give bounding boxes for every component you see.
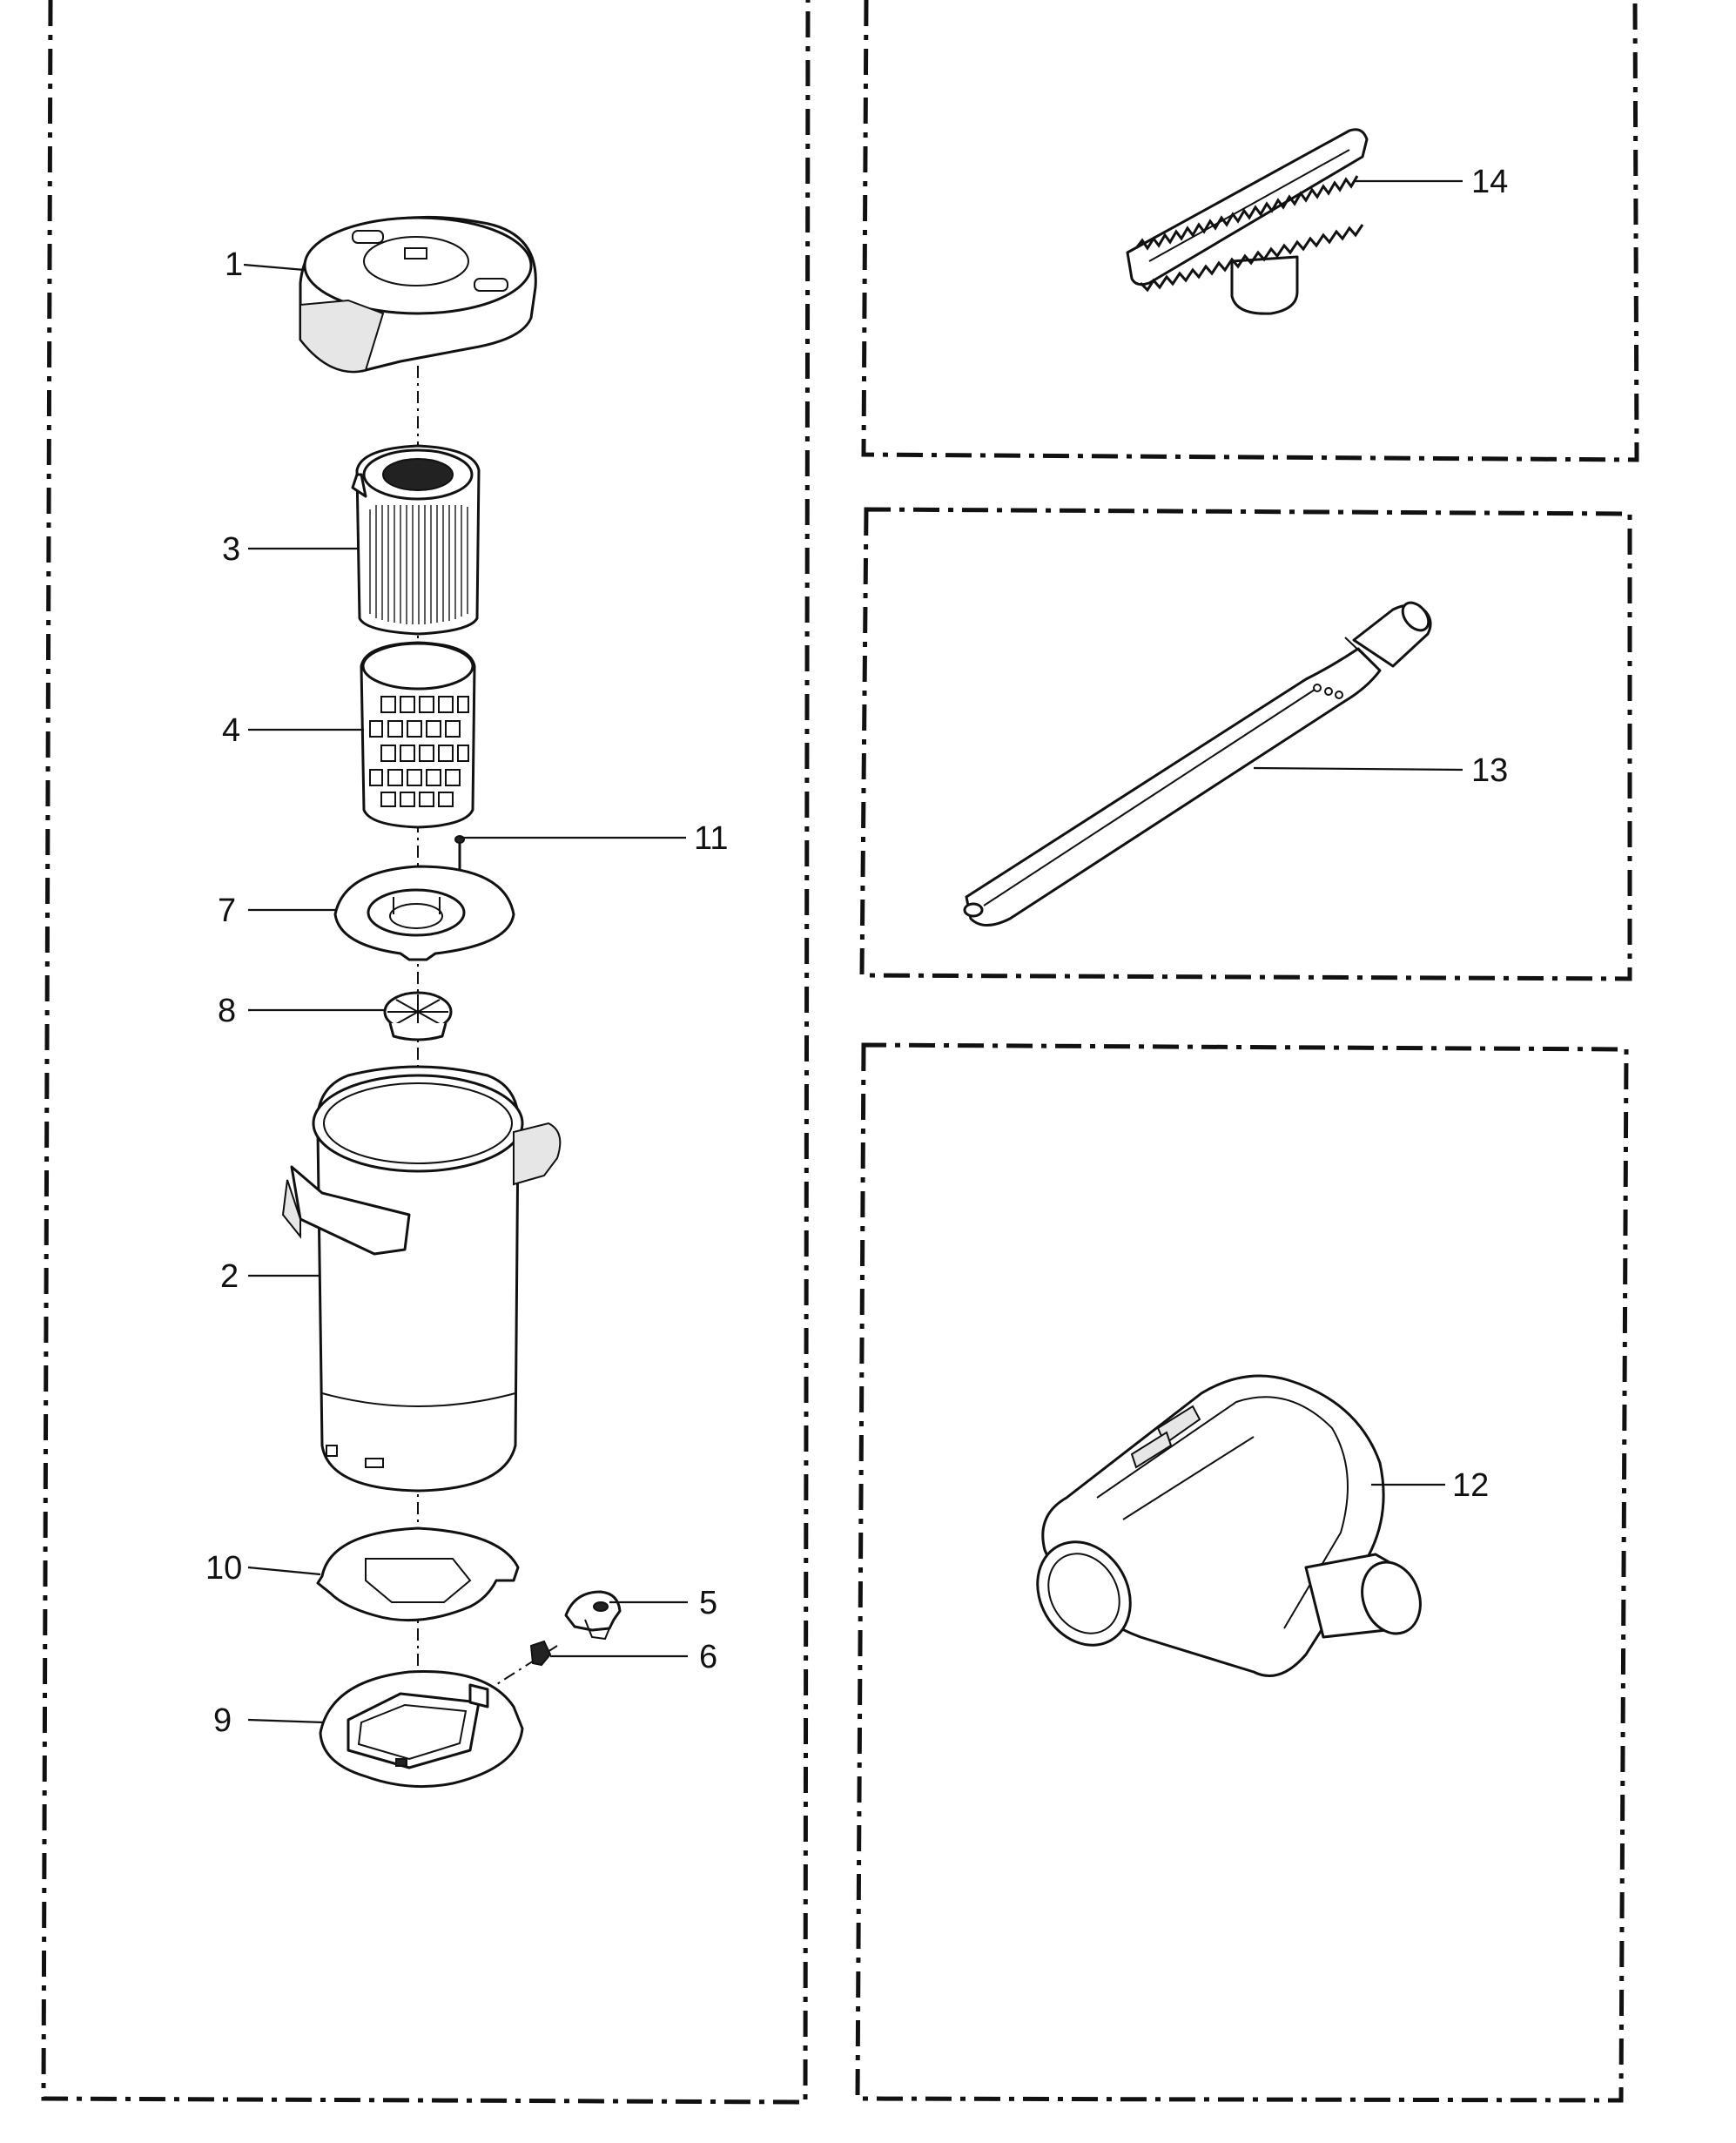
dust-container-icon — [281, 1065, 562, 1493]
callout-10: 10 — [205, 1550, 242, 1587]
callout-labels: 1 3 4 11 7 8 2 10 5 6 9 12 13 14 — [205, 164, 1508, 1739]
pleated-filter-icon — [351, 444, 481, 636]
callout-11: 11 — [694, 820, 728, 857]
panel-frames — [41, 0, 1639, 2105]
callout-3: 3 — [222, 531, 240, 568]
callout-12: 12 — [1452, 1467, 1489, 1504]
callout-7: 7 — [218, 893, 236, 929]
nozzle-panel-frame — [855, 1042, 1629, 2103]
gasket-icon — [316, 1526, 520, 1622]
bottom-door-icon — [319, 1670, 524, 1789]
brush-panel-frame — [861, 0, 1639, 462]
callout-4: 4 — [222, 712, 240, 749]
callout-13: 13 — [1471, 752, 1508, 789]
callout-6: 6 — [699, 1639, 717, 1675]
baffle-plate-icon — [333, 865, 515, 961]
crevice-tool-icon — [963, 601, 1432, 927]
dusting-brush-icon — [1126, 128, 1369, 315]
crevice-panel-frame — [859, 507, 1632, 981]
callout-2: 2 — [220, 1258, 239, 1295]
dust-cup-lid-icon — [299, 215, 537, 374]
callout-9: 9 — [213, 1702, 232, 1739]
filter-cage-icon — [360, 641, 476, 829]
callout-14: 14 — [1471, 164, 1508, 200]
callout-8: 8 — [218, 993, 236, 1029]
upholstery-nozzle-icon — [1036, 1374, 1422, 1677]
left-panel-frame — [41, 0, 811, 2105]
spring-icon — [529, 1640, 552, 1667]
callout-5: 5 — [699, 1585, 717, 1621]
seal-icon — [383, 991, 453, 1041]
callout-1: 1 — [225, 246, 243, 283]
latch-icon — [564, 1590, 622, 1641]
leader-lines — [243, 179, 1463, 1724]
